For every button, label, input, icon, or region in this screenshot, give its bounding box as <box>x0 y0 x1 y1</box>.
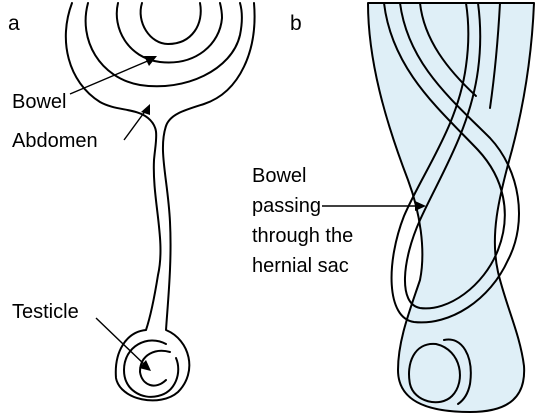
bowel-innermost-loop <box>141 3 201 44</box>
label-bowel-passing-line-2: passing <box>252 195 321 217</box>
abdomen-leader-line <box>124 110 146 140</box>
panel-a: a Bowel Abdomen Testicle <box>8 3 255 400</box>
testicle-outline <box>124 340 178 396</box>
label-bowel-passing-line-3: through the <box>252 225 353 247</box>
label-bowel-passing-line-4: hernial sac <box>252 255 349 277</box>
panel-a-letter: a <box>8 12 20 35</box>
label-abdomen: Abdomen <box>12 130 98 152</box>
bowel-inner-loop <box>117 3 222 62</box>
panel-b-letter: b <box>290 12 302 35</box>
label-bowel: Bowel <box>12 91 66 113</box>
bowel-leader-line <box>70 60 150 94</box>
hernial-sac <box>368 3 534 412</box>
label-bowel-passing-line-1: Bowel <box>252 165 306 187</box>
panel-b: b Bowel passing through the hernial sac <box>252 3 534 412</box>
testicle-leader-line <box>96 318 146 366</box>
label-testicle: Testicle <box>12 301 79 323</box>
